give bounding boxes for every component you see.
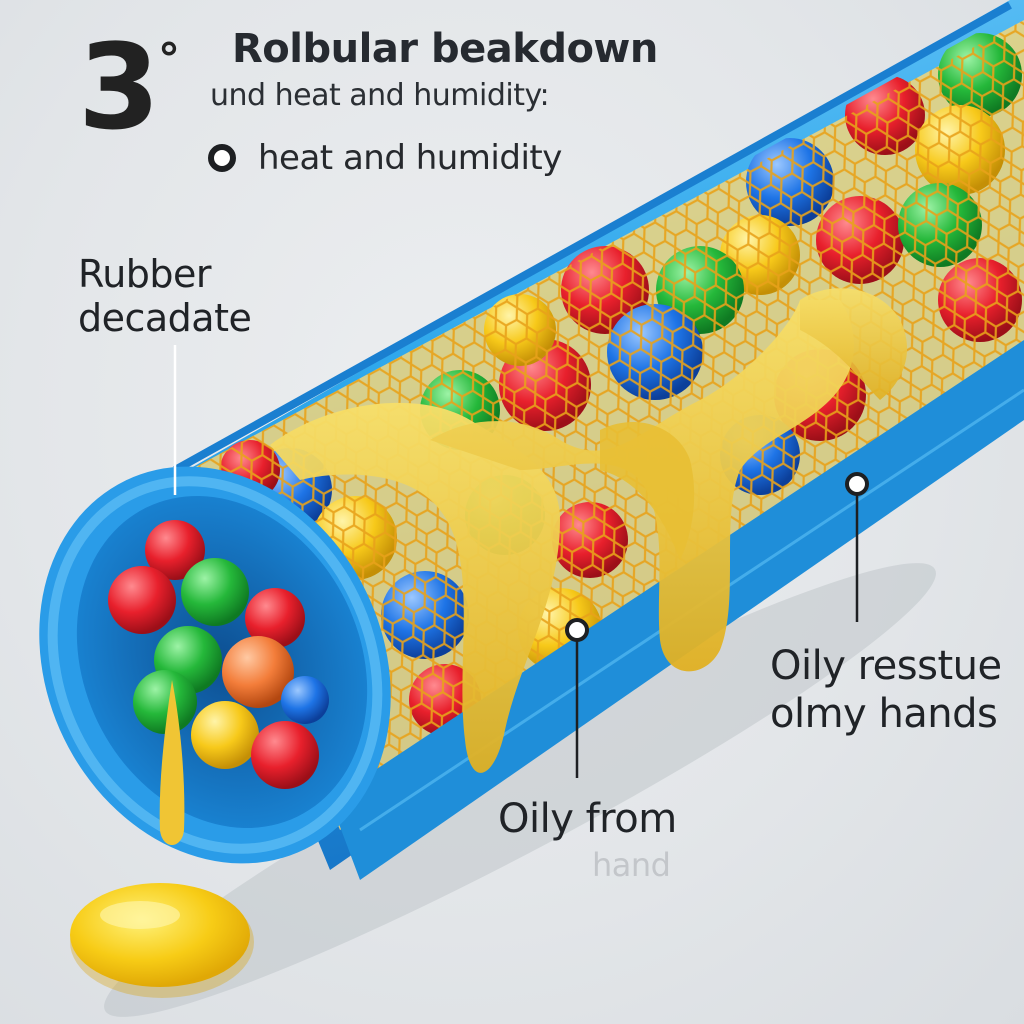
tube-shadow [104, 563, 936, 1017]
slime-drips [270, 288, 908, 773]
callout-dot-center [565, 618, 589, 642]
callout-dot-right [845, 472, 869, 496]
diagram-subtitle: und heat and humidity: [210, 78, 550, 113]
bullet-item: heat and humidity [208, 138, 562, 178]
step-mark: ° [158, 34, 180, 85]
callout-oily-from-label: Oily from [498, 796, 677, 842]
diagram-title: Rolbular beakdown [232, 26, 658, 72]
callout-rubber-label: Rubber decadate [78, 252, 252, 340]
bullet-icon [208, 144, 236, 172]
callout-oily-residue-label: Oily resstue olmy hands [770, 643, 1002, 737]
step-number: 3 [78, 18, 160, 156]
slime-puddle [70, 883, 254, 998]
callout-lines [173, 345, 869, 778]
tube-top-edge [173, 1, 1012, 474]
tube-opening [39, 466, 391, 864]
callout-faint-label: hand [592, 846, 671, 884]
bullet-text: heat and humidity [258, 138, 562, 178]
